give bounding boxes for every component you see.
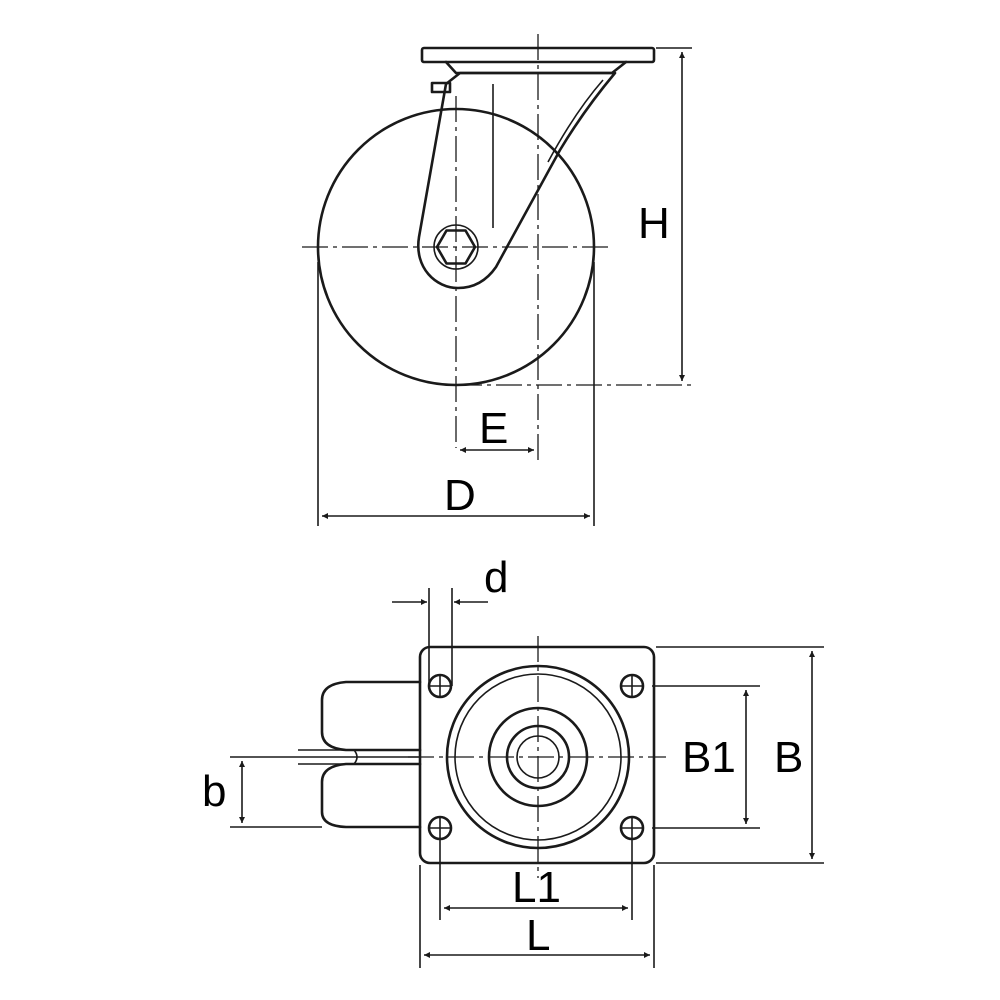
b1-label: B1: [682, 733, 736, 782]
brake-tab: [430, 81, 452, 94]
hole-diameter-label: d: [484, 553, 508, 602]
fork-bend: [547, 79, 604, 163]
b-label: B: [774, 733, 803, 782]
wheel-upper-half: [320, 680, 422, 752]
l1-label: L1: [512, 863, 561, 912]
l-label: L: [526, 911, 550, 960]
swivel-bearing: [444, 60, 628, 75]
mounting-plate: [418, 645, 656, 865]
wheel-lower-half: [320, 762, 422, 829]
wheel-width-label: b: [202, 767, 226, 816]
e-label: E: [479, 404, 508, 453]
h-label: H: [638, 199, 670, 248]
fork-bracket: [416, 71, 617, 290]
wheel-diameter-label: D: [444, 471, 476, 520]
side-view: H E D: [302, 34, 692, 526]
top-view: d B1 B b L1 L: [202, 553, 824, 968]
